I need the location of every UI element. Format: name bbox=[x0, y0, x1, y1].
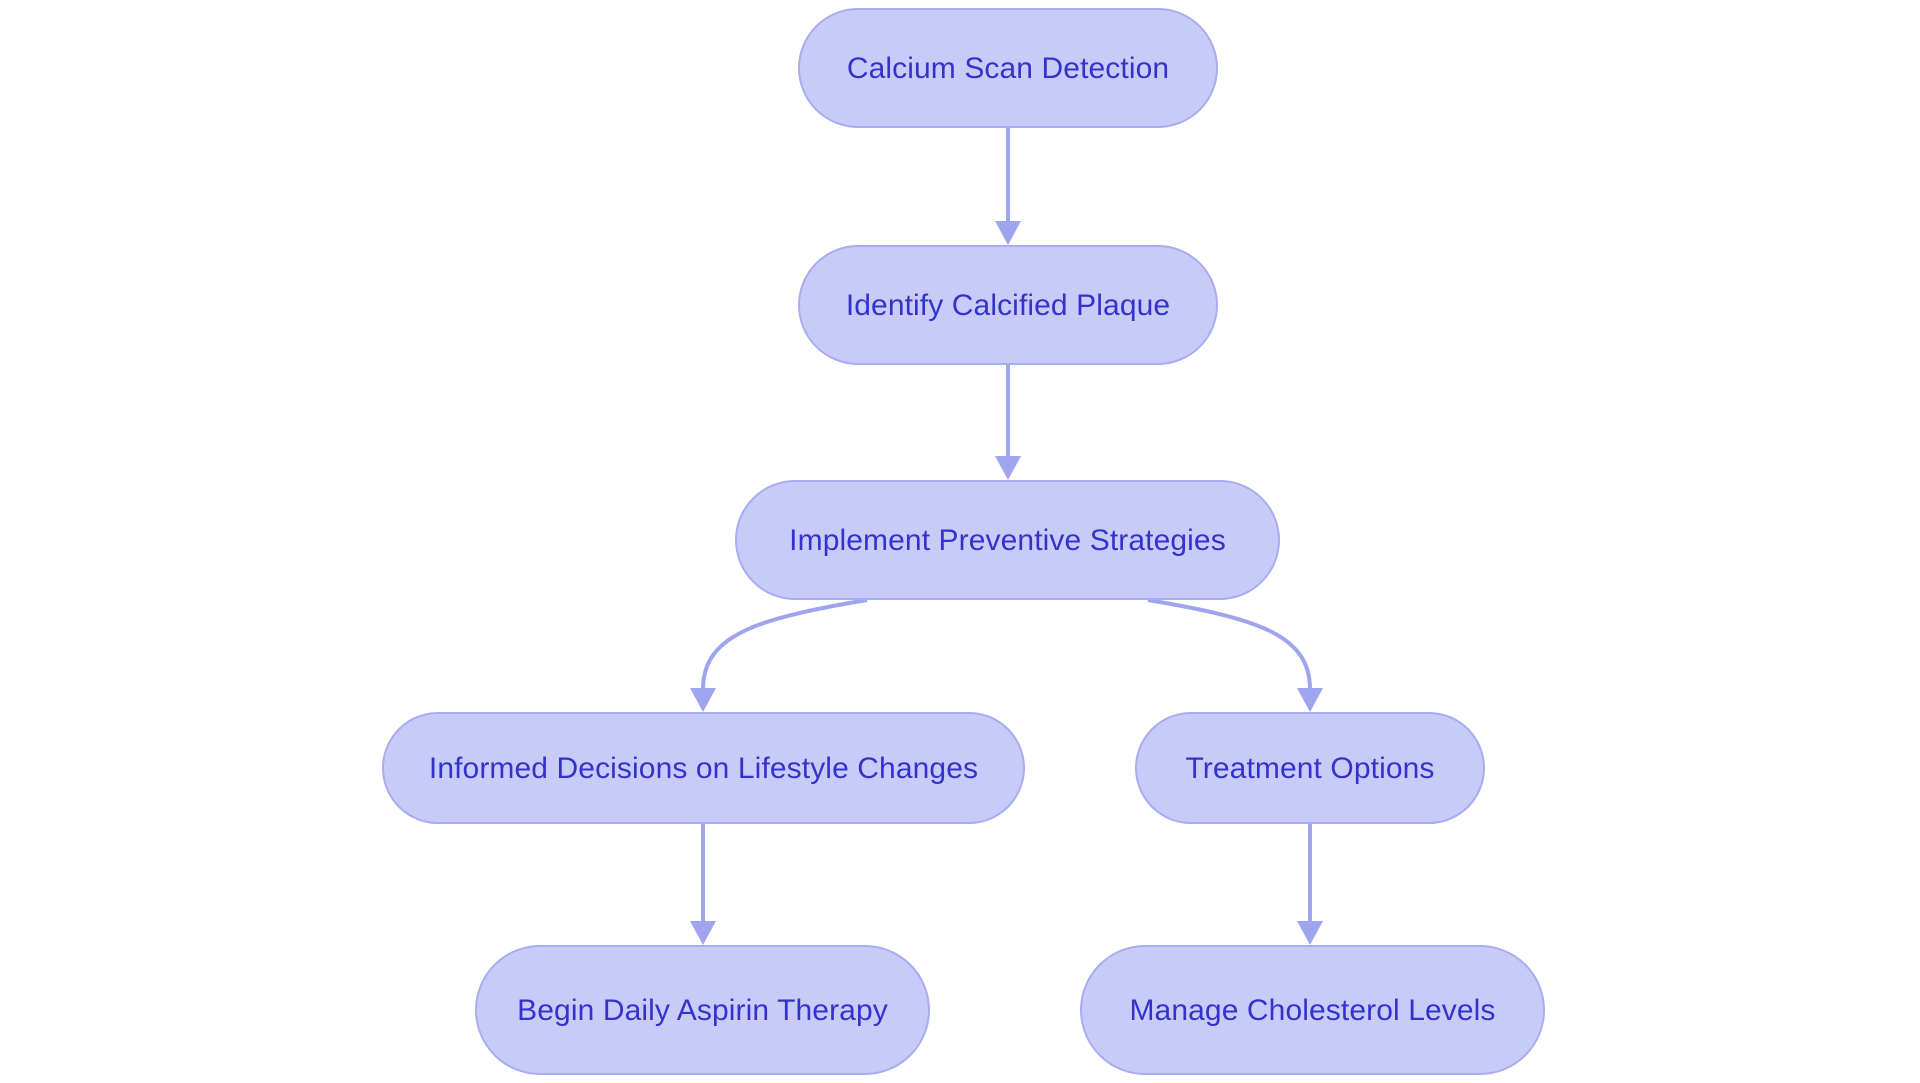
node-begin-daily-aspirin-therapy[interactable]: Begin Daily Aspirin Therapy bbox=[475, 945, 930, 1075]
node-label: Calcium Scan Detection bbox=[846, 51, 1170, 85]
edge-arrowhead-icon bbox=[1297, 688, 1323, 712]
node-implement-preventive-strategies[interactable]: Implement Preventive Strategies bbox=[735, 480, 1280, 600]
edge-line bbox=[701, 598, 868, 690]
node-label: Manage Cholesterol Levels bbox=[1129, 993, 1496, 1027]
node-label: Identify Calcified Plaque bbox=[845, 288, 1171, 322]
edge-arrowhead-icon bbox=[690, 921, 716, 945]
node-label: Treatment Options bbox=[1185, 751, 1435, 785]
node-treatment-options[interactable]: Treatment Options bbox=[1135, 712, 1485, 824]
edge-arrowhead-icon bbox=[995, 456, 1021, 480]
node-calcium-scan-detection[interactable]: Calcium Scan Detection bbox=[798, 8, 1218, 128]
node-manage-cholesterol-levels[interactable]: Manage Cholesterol Levels bbox=[1080, 945, 1545, 1075]
node-identify-calcified-plaque[interactable]: Identify Calcified Plaque bbox=[798, 245, 1218, 365]
edge-arrowhead-icon bbox=[690, 688, 716, 712]
node-label: Implement Preventive Strategies bbox=[789, 523, 1226, 557]
node-label: Informed Decisions on Lifestyle Changes bbox=[428, 751, 979, 785]
edge-arrowhead-icon bbox=[995, 221, 1021, 245]
node-label: Begin Daily Aspirin Therapy bbox=[517, 993, 888, 1027]
edge-line bbox=[1147, 598, 1312, 690]
edge-arrowhead-icon bbox=[1297, 921, 1323, 945]
node-informed-decisions-on-lifestyle-changes[interactable]: Informed Decisions on Lifestyle Changes bbox=[382, 712, 1025, 824]
